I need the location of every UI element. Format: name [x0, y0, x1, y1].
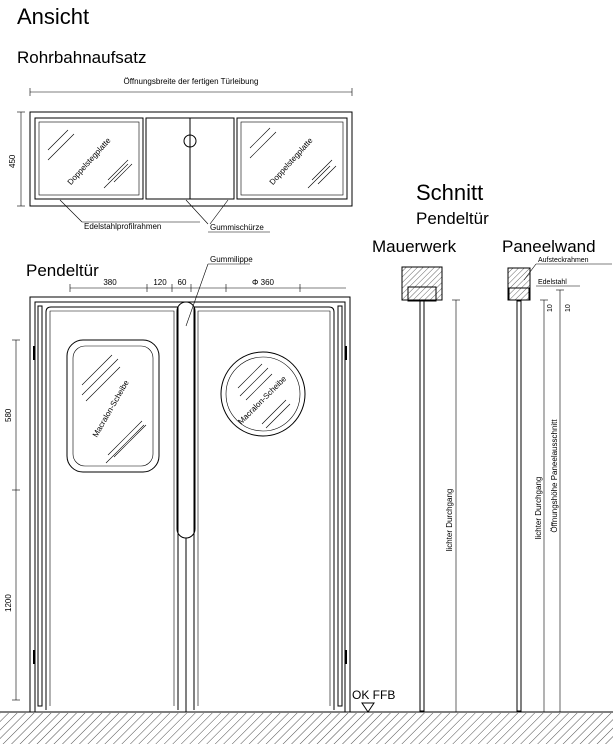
lichter-durchgang-1: lichter Durchgang [445, 489, 454, 552]
edelstahl-label: Edelstahl [538, 279, 567, 286]
dim-10-a: 10 [547, 304, 554, 312]
title-rohrbahnaufsatz: Rohrbahnaufsatz [17, 48, 146, 67]
doppelstegplatte-left: Doppelstegplatte [66, 136, 113, 187]
gummilippe-label: Gummilippe [210, 255, 253, 264]
title-mauerwerk: Mauerwerk [372, 237, 457, 256]
title-paneelwand: Paneelwand [502, 237, 596, 256]
dim-380: 380 [103, 278, 117, 287]
dim-10-b: 10 [565, 304, 572, 312]
dim-60: 60 [178, 278, 187, 287]
ok-ffb-label: OK FFB [352, 688, 395, 702]
title-pendeltuer-left: Pendeltür [26, 261, 99, 280]
oeffnungshoehe-label: Öffnungshöhe Paneelausschnitt [550, 419, 559, 533]
dim-360: Φ 360 [252, 278, 275, 287]
edelstahlprofilrahmen-label: Edelstahlprofilrahmen [84, 222, 161, 231]
title-schnitt: Schnitt [416, 180, 483, 205]
doppelstegplatte-right: Doppelstegplatte [268, 136, 315, 187]
floor: OK FFB [0, 688, 613, 744]
oeffnungsbreite-label: Öffnungsbreite der fertigen Türleibung [124, 77, 259, 86]
rohrbahnaufsatz-view: Öffnungsbreite der fertigen Türleibung 4… [8, 77, 353, 233]
aufsteckrahmen-label: Aufsteckrahmen [538, 257, 589, 264]
gummischuerze-label: Gummischürze [210, 223, 264, 232]
macralon-left: Macralon-Scheibe [91, 378, 131, 439]
dim-1200: 1200 [4, 594, 13, 612]
dim-120: 120 [153, 278, 167, 287]
mauerwerk-section: lichter Durchgang [401, 266, 460, 712]
dim-580: 580 [4, 408, 13, 422]
pendeltuer-view: 380 120 60 Φ 360 Gummilippe 580 1200 [4, 255, 351, 712]
lichter-durchgang-2: lichter Durchgang [534, 477, 543, 540]
dim-450: 450 [8, 154, 17, 168]
title-ansicht: Ansicht [17, 4, 89, 29]
paneelwand-section: Aufsteckrahmen Edelstahl 10 10 lichter D… [507, 257, 612, 712]
title-pendeltuer-right: Pendeltür [416, 209, 489, 228]
